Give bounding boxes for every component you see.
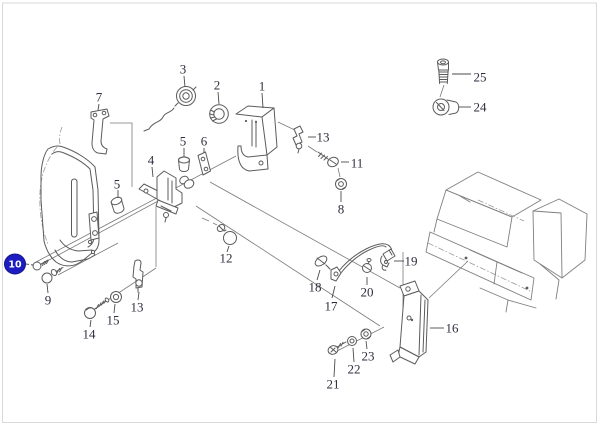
part-22-washer: [347, 336, 357, 346]
leader-line-1: [261, 92, 264, 109]
part-label-22[interactable]: 22: [348, 362, 361, 377]
part-7-strap-bracket: [90, 108, 110, 155]
part-label-19[interactable]: 19: [405, 254, 418, 269]
part-11-screw: [317, 151, 339, 168]
part-label-18[interactable]: 18: [309, 280, 322, 295]
part-label-5[interactable]: 5: [114, 177, 121, 192]
part-9-screw: [41, 267, 64, 284]
part-label-21[interactable]: 21: [327, 377, 340, 392]
part-17-cable: [330, 243, 396, 282]
leader-line-17: [331, 285, 336, 299]
leader-line-7: [97, 103, 100, 111]
figure-border: [2, 2, 597, 423]
part-label-2[interactable]: 2: [214, 78, 221, 93]
leader-line-13: [137, 291, 140, 301]
leader-line-18: [316, 269, 321, 281]
part-21-screw: [327, 341, 347, 355]
leader-line-14: [89, 319, 92, 328]
part-label-20[interactable]: 20: [361, 285, 374, 300]
part-5-bushing-a: [178, 156, 190, 172]
leader-line-22: [352, 347, 355, 363]
leader-line-15: [113, 303, 116, 314]
part-8-nut: [335, 178, 347, 190]
part-24-roller: [432, 98, 460, 116]
part-label-13[interactable]: 13: [131, 300, 144, 315]
part-4-bracket: [138, 170, 183, 223]
leader-line-2: [217, 91, 220, 105]
shaft-collar: [179, 175, 195, 189]
part-label-24[interactable]: 24: [474, 100, 488, 115]
part-label-10[interactable]: 10: [8, 260, 22, 271]
part-15-washer: [110, 291, 122, 303]
selected-part-badge[interactable]: [4, 253, 26, 275]
leader-line-21: [333, 358, 336, 378]
part-20-screw: [362, 258, 372, 273]
part-2-ring: [209, 104, 229, 124]
leader-line-9: [46, 283, 49, 294]
part-14-screw: [84, 297, 110, 319]
part-13-clamp-lower: [132, 259, 144, 293]
leader-line-4: [151, 166, 154, 178]
part-label-12[interactable]: 12: [220, 251, 233, 266]
part-label-3[interactable]: 3: [180, 62, 187, 77]
part-label-7[interactable]: 7: [96, 90, 103, 105]
part-3-grommet: [174, 86, 197, 107]
part-5-bushing-b: [110, 196, 125, 214]
part-label-23[interactable]: 23: [362, 349, 375, 364]
part-label-11[interactable]: 11: [351, 156, 364, 171]
part-18-screw: [314, 255, 331, 270]
part-label-13[interactable]: 13: [317, 130, 330, 145]
part-13-clamp-upper: [292, 125, 304, 154]
part-label-5[interactable]: 5: [180, 134, 187, 149]
part-label-8[interactable]: 8: [338, 202, 345, 217]
part-label-15[interactable]: 15: [107, 313, 120, 328]
machine-body: [425, 171, 588, 313]
part-label-25[interactable]: 25: [474, 70, 487, 85]
part-10-screw: [32, 259, 49, 271]
part-label-14[interactable]: 14: [83, 327, 97, 342]
leader-line-10: [25, 263, 34, 266]
cover-plate: [39, 126, 100, 267]
part-label-6[interactable]: 6: [201, 134, 208, 149]
part-label-4[interactable]: 4: [148, 153, 155, 168]
part-19-clip: [380, 255, 390, 271]
leader-line-12: [226, 245, 230, 253]
leader-line-23: [365, 340, 368, 350]
part-6-spacer-plate: [197, 151, 211, 176]
part-label-16[interactable]: 16: [446, 321, 460, 336]
part-25-screw: [437, 58, 449, 84]
leader-line-3: [183, 75, 186, 88]
part-1-bracket: [235, 105, 278, 172]
part-label-17[interactable]: 17: [325, 299, 339, 314]
part-12-plunger: [216, 224, 237, 245]
part-16-bracket: [389, 280, 429, 365]
wire-squiggle: [143, 107, 175, 132]
part-label-9[interactable]: 9: [45, 293, 52, 308]
part-label-1[interactable]: 1: [259, 79, 266, 94]
part-23-nut: [360, 328, 372, 340]
